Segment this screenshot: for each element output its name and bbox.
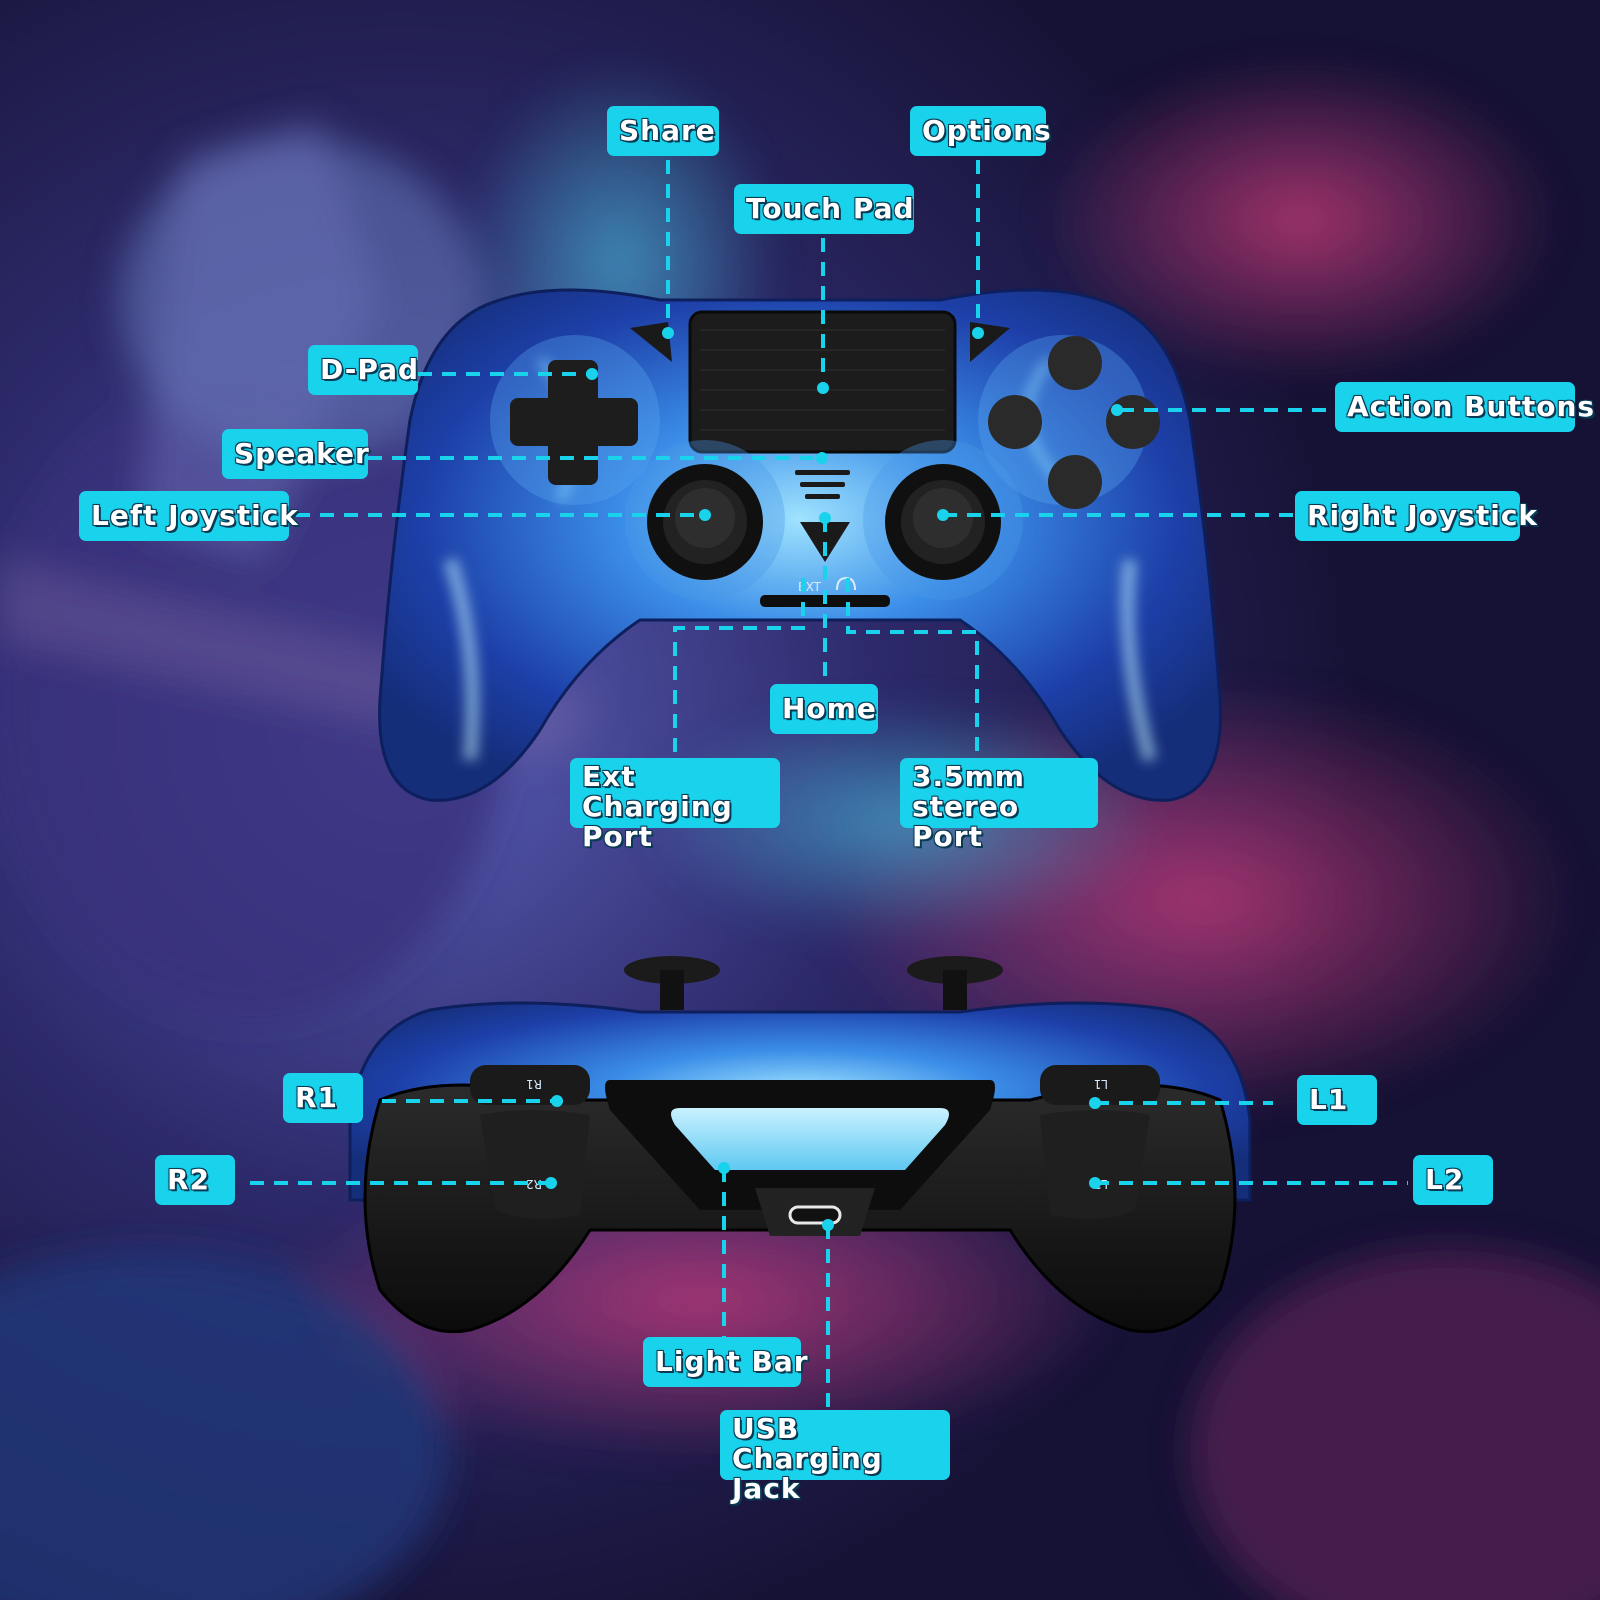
light-bar: [671, 1108, 949, 1170]
label-left-joystick: Left Joystick: [79, 491, 298, 541]
speaker-grille: [795, 470, 850, 499]
share-button[interactable]: [630, 322, 672, 362]
label-r1: R1: [283, 1073, 363, 1123]
label-l1: L1: [1297, 1075, 1377, 1125]
label-share: Share: [607, 106, 719, 156]
label-touch-pad: Touch Pad: [734, 184, 914, 234]
label-r2: R2: [155, 1155, 235, 1205]
usb-c-port-icon: [788, 1205, 842, 1225]
label-stereo-port: 3.5mm stereo Port: [900, 758, 1098, 852]
l2-button[interactable]: L2: [1040, 1110, 1150, 1219]
svg-text:R2: R2: [526, 1177, 542, 1191]
label-home: Home: [770, 684, 878, 734]
svg-text:L1: L1: [1094, 1077, 1108, 1091]
cross-button-icon: [1048, 455, 1102, 509]
label-speaker: Speaker: [222, 429, 369, 479]
r1-button[interactable]: R1: [470, 1065, 590, 1105]
label-ext-charging-port: Ext Charging Port: [570, 758, 780, 852]
label-l2: L2: [1413, 1155, 1493, 1205]
label-action-buttons: Action Buttons: [1335, 382, 1594, 432]
triangle-button-icon: [1048, 336, 1102, 390]
dpad-icon[interactable]: [490, 335, 660, 505]
l1-button[interactable]: L1: [1040, 1065, 1160, 1105]
label-right-joystick: Right Joystick: [1295, 491, 1537, 541]
callout-dots: [545, 327, 1123, 1231]
label-options: Options: [910, 106, 1051, 156]
circle-button-icon: [1106, 395, 1160, 449]
label-usb-charging-jack: USB Charging Jack: [720, 1410, 950, 1504]
label-d-pad: D-Pad: [308, 345, 418, 395]
callout-lines: [250, 160, 1408, 1410]
r2-button[interactable]: R2: [480, 1110, 590, 1219]
label-light-bar: Light Bar: [643, 1337, 808, 1387]
controller-back: R1 R2 L1 L2: [348, 956, 1252, 1334]
square-button-icon: [988, 395, 1042, 449]
svg-text:R1: R1: [526, 1077, 542, 1091]
